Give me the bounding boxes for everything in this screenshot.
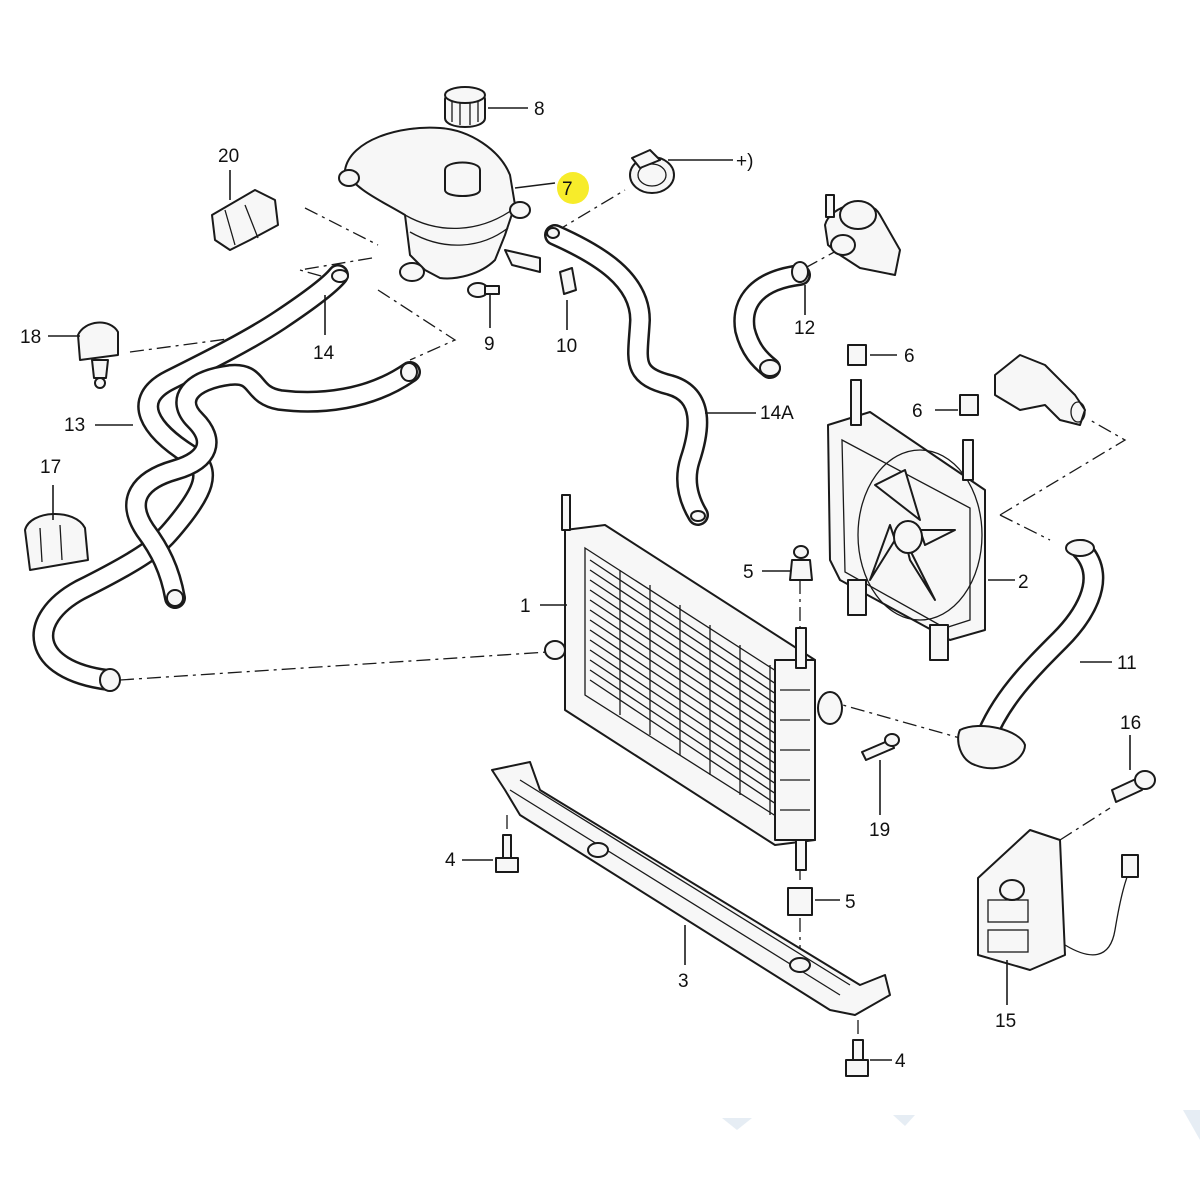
highlight-marker — [557, 172, 589, 204]
clip-20 — [211, 189, 279, 251]
callout-2: 2 — [1018, 572, 1029, 593]
screw-16 — [1111, 770, 1156, 803]
filler-cap — [444, 86, 486, 128]
callout-18: 18 — [20, 327, 41, 348]
callout-9: 9 — [484, 334, 495, 355]
callout-13: 13 — [64, 415, 85, 436]
hose-14a — [544, 224, 709, 526]
callout-12: 12 — [794, 318, 815, 339]
callout-6-upper: 6 — [904, 346, 915, 367]
callout-17: 17 — [40, 457, 61, 478]
fan-assembly — [827, 344, 986, 661]
callout-10: 10 — [556, 336, 577, 357]
hose-12 — [733, 261, 811, 379]
clip-17 — [24, 513, 89, 571]
callout-14a: 14A — [760, 403, 794, 424]
callout-14: 14 — [313, 343, 335, 364]
fan-control-module — [977, 829, 1139, 971]
screw-4-bottom — [845, 1039, 869, 1077]
callout-6-lower: 6 — [912, 401, 923, 422]
clip-18 — [77, 321, 119, 389]
rubber-mount-upper — [789, 545, 813, 581]
watermark-shapes — [722, 1110, 1200, 1140]
leader-lines — [48, 107, 1131, 1061]
callout-16: 16 — [1120, 713, 1141, 734]
outlet-flange — [994, 354, 1086, 426]
callout-8: 8 — [534, 99, 545, 120]
radiator — [544, 494, 843, 871]
thermostat-housing — [824, 194, 901, 276]
expansion-tank — [338, 126, 541, 282]
rubber-mount-lower — [787, 887, 813, 916]
callout-5-lower: 5 — [845, 892, 856, 913]
callout-11: 11 — [1117, 653, 1137, 674]
callout-19: 19 — [869, 820, 890, 841]
callout-20: 20 — [218, 146, 239, 167]
clip-10 — [559, 267, 577, 295]
screw-4-left — [495, 834, 519, 873]
callout-3: 3 — [678, 971, 689, 992]
callout-1: 1 — [520, 596, 531, 617]
hose-clamp — [629, 149, 675, 194]
callout-clamp-note: +) — [736, 151, 753, 172]
lower-bracket — [491, 761, 891, 1016]
callout-4-bottom: 4 — [895, 1051, 906, 1072]
callout-labels: 1 2 3 4 4 5 5 6 6 7 8 9 10 11 12 13 14 1… — [20, 99, 1141, 1072]
callout-5-upper: 5 — [743, 562, 754, 583]
hose-11 — [957, 539, 1105, 770]
callout-7: 7 — [562, 179, 573, 200]
callout-15: 15 — [995, 1011, 1016, 1032]
bolt-9 — [467, 282, 500, 298]
radiator-fins — [589, 559, 786, 815]
callout-4-left: 4 — [445, 850, 456, 871]
bleed-screw — [861, 733, 900, 761]
hose-14 — [125, 361, 421, 609]
